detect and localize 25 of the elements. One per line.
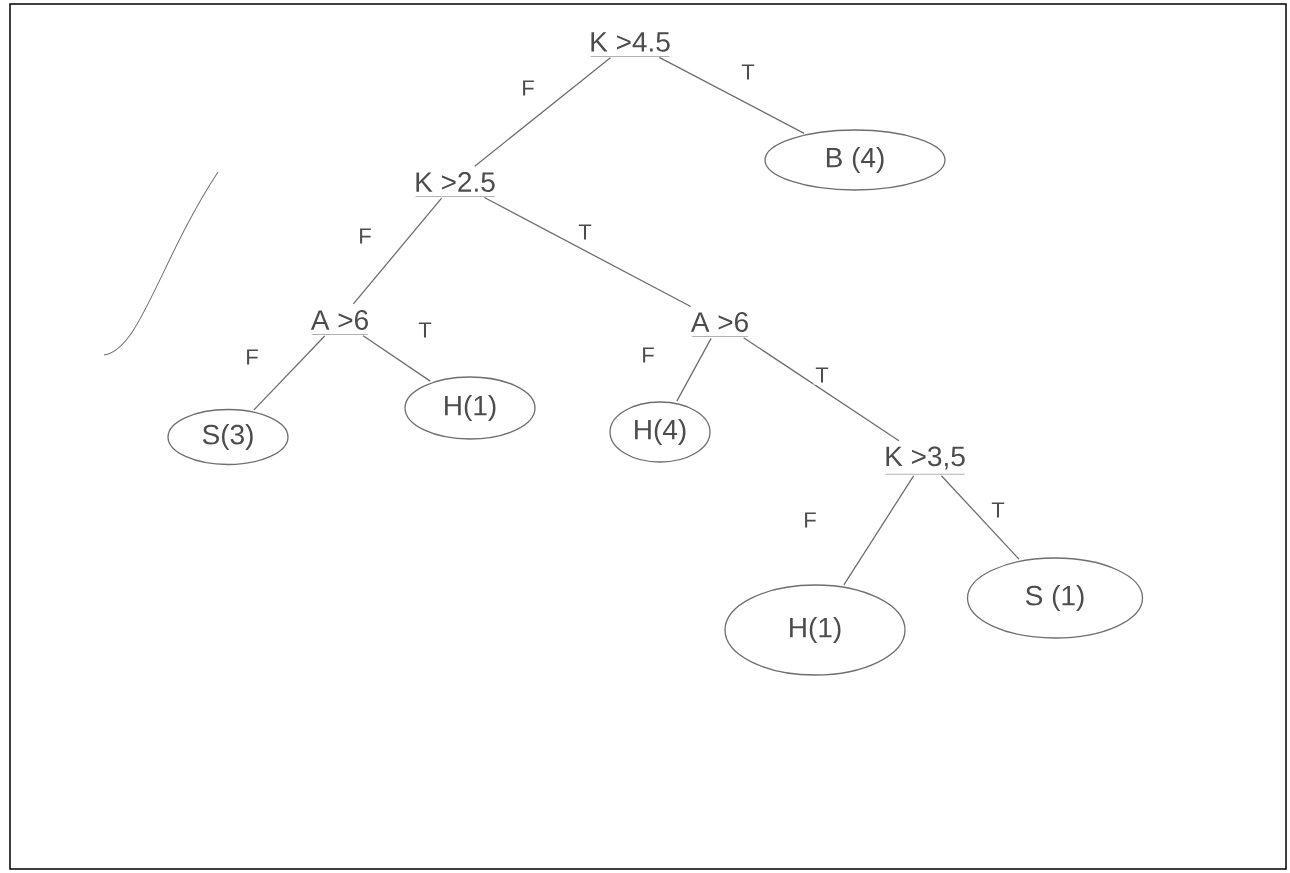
branch-line [352,197,443,305]
branch-line [843,475,915,586]
edge-label: F [356,226,374,246]
edge-label: F [243,347,261,367]
edge-label: F [519,78,537,98]
edge-label: T [416,320,434,340]
branch-line [658,56,805,134]
branch-line [474,57,612,167]
branch-line [676,337,712,402]
edge-label: F [639,345,657,365]
edge-label: T [739,62,757,82]
branch-line [253,335,326,411]
split-condition: A >6 [690,312,749,338]
branch-line [483,196,692,308]
edge-label: T [989,500,1007,520]
split-condition: A >6 [310,310,369,336]
edge-label: F [801,510,819,530]
split-condition: K >3,5 [885,446,966,475]
branch-line [362,335,431,382]
branch-line [940,475,1020,560]
edge-label: T [813,365,831,385]
branch-line [743,337,900,442]
split-condition: K >2.5 [415,172,495,198]
split-condition: K >4.5 [590,32,670,57]
edge-label: T [576,222,594,242]
